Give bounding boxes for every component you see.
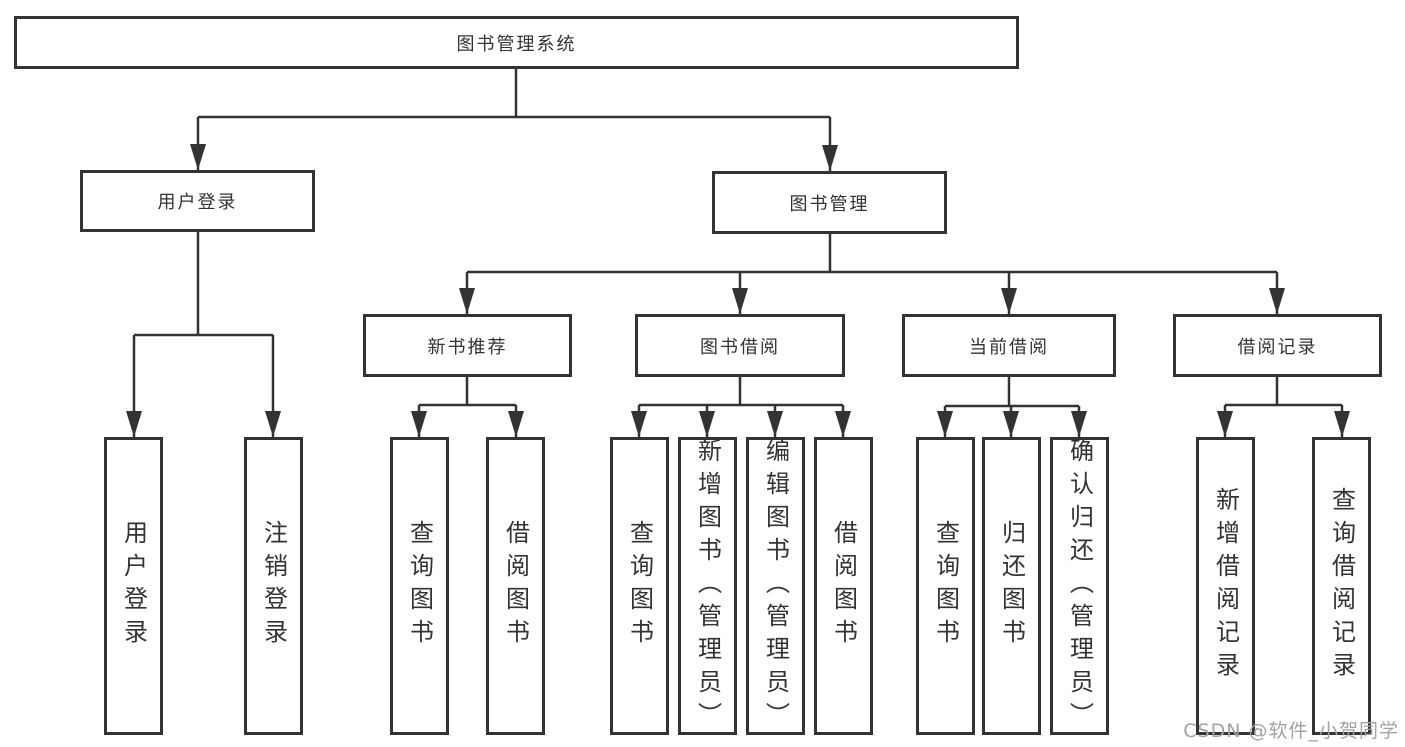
node-new-book-recommend-label: 新书推荐 (427, 336, 508, 358)
node-current-borrowing-label: 当前借阅 (969, 336, 1049, 358)
connector-user-login-to-leaves (126, 232, 281, 437)
leaf-confirm-return-admin-label: 确认归还（管理员） (1065, 437, 1094, 735)
leaf-query-borrow-record: 查询借阅记录 (1312, 437, 1371, 735)
connector-recommend-to-leaves (411, 377, 524, 437)
leaf-borrow-books-recommend: 借阅图书 (486, 437, 545, 735)
leaf-user-login: 用户登录 (104, 437, 163, 735)
leaf-add-borrow-record: 新增借阅记录 (1196, 437, 1255, 735)
leaf-query-books-recommend-label: 查询图书 (405, 520, 434, 652)
connector-book-mgmt-to-level3 (459, 234, 1285, 314)
leaf-query-books-borrowing: 查询图书 (610, 437, 669, 735)
node-library-system-label: 图书管理系统 (456, 33, 577, 55)
node-borrow-records-label: 借阅记录 (1237, 336, 1318, 358)
node-current-borrowing: 当前借阅 (902, 314, 1116, 377)
leaf-borrow-books-recommend-label: 借阅图书 (501, 520, 530, 652)
leaf-return-books: 归还图书 (982, 437, 1041, 735)
node-book-management-label: 图书管理 (789, 193, 870, 215)
node-book-borrowing: 图书借阅 (635, 314, 845, 377)
node-user-login: 用户登录 (80, 170, 315, 232)
leaf-confirm-return-admin: 确认归还（管理员） (1050, 437, 1109, 735)
leaf-query-books-recommend: 查询图书 (390, 437, 449, 735)
leaf-return-books-label: 归还图书 (997, 520, 1026, 652)
leaf-logout: 注销登录 (244, 437, 303, 735)
leaf-query-books-borrowing-label: 查询图书 (625, 520, 654, 652)
leaf-edit-books-admin-label: 编辑图书（管理员） (761, 437, 790, 735)
leaf-add-books-admin-label: 新增图书（管理员） (693, 437, 722, 735)
leaf-edit-books-admin: 编辑图书（管理员） (746, 437, 805, 735)
node-book-borrowing-label: 图书借阅 (700, 336, 780, 358)
connector-current-to-leaves (937, 377, 1087, 437)
leaf-query-books-current-label: 查询图书 (931, 520, 960, 652)
node-new-book-recommend: 新书推荐 (363, 314, 572, 377)
leaf-query-borrow-record-label: 查询借阅记录 (1327, 487, 1356, 685)
leaf-borrow-books: 借阅图书 (814, 437, 873, 735)
leaf-logout-label: 注销登录 (259, 520, 288, 652)
csdn-watermark: CSDN @软件_小贺同学 (1183, 720, 1399, 742)
node-book-management: 图书管理 (712, 171, 947, 234)
connector-root-to-level2 (190, 69, 838, 171)
leaf-borrow-books-label: 借阅图书 (829, 520, 858, 652)
connector-borrowing-to-leaves (631, 377, 851, 437)
leaf-add-books-admin: 新增图书（管理员） (678, 437, 737, 735)
leaf-user-login-label: 用户登录 (119, 520, 148, 652)
leaf-add-borrow-record-label: 新增借阅记录 (1211, 487, 1240, 685)
connector-records-to-leaves (1217, 377, 1350, 437)
node-user-login-label: 用户登录 (157, 192, 238, 213)
node-library-system: 图书管理系统 (14, 16, 1019, 69)
leaf-query-books-current: 查询图书 (916, 437, 975, 735)
node-borrow-records: 借阅记录 (1173, 314, 1382, 377)
